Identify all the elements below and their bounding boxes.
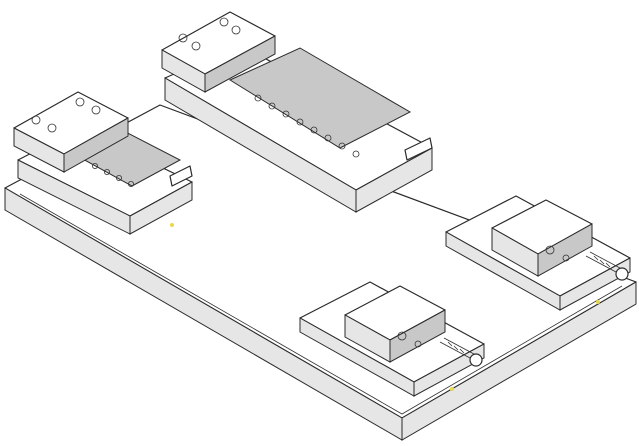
vise-screw-right <box>585 251 629 281</box>
long-vise-left <box>13 91 193 235</box>
accent-markers <box>170 223 600 391</box>
rail-holes-left <box>92 162 134 187</box>
rail-holes <box>254 94 360 158</box>
compact-vise-bottom <box>299 281 485 397</box>
vise-screw-bottom <box>439 337 483 367</box>
compact-vise-right <box>445 195 631 311</box>
long-vise-center <box>161 11 433 213</box>
